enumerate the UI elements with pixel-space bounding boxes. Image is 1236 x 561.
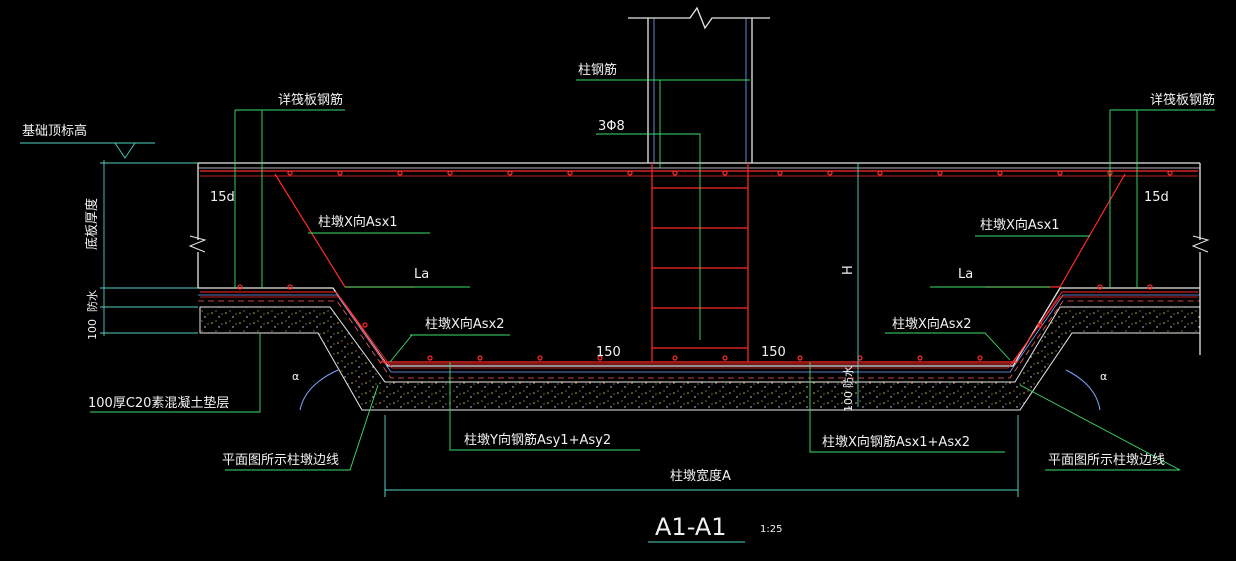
edge-left-label: 平面图所示柱墩边线 <box>222 453 339 468</box>
rebar-group <box>200 163 1198 369</box>
asx1-left-label: 柱墩X向Asx1 <box>318 214 398 230</box>
section-scale: 1:25 <box>760 524 782 535</box>
dimension-lines <box>20 142 1019 543</box>
angle-arcs <box>299 369 1101 411</box>
waterproof-left-label: 防水 <box>85 290 99 312</box>
column-outline <box>628 6 770 163</box>
slab-thickness-label: 底板厚度 <box>84 198 100 250</box>
h-label: H <box>841 265 856 275</box>
c20-label: 100厚C20素混凝土垫层 <box>88 395 229 411</box>
cushion-left-label: 100 <box>86 319 99 340</box>
raft-rebar-left-label: 详筏板钢筋 <box>278 92 343 108</box>
la-right-label: La <box>958 267 973 282</box>
dim-150-right-label: 150 <box>761 345 786 360</box>
asx-total-label: 柱墩X向钢筋Asx1+Asx2 <box>822 434 970 450</box>
column-rebar-label: 柱钢筋 <box>578 62 617 78</box>
alpha-right-label: α <box>1100 370 1107 383</box>
stirrup-label: 3Φ8 <box>598 119 625 134</box>
dim-150-left-label: 150 <box>596 345 621 360</box>
asx2-left-label: 柱墩X向Asx2 <box>425 316 505 332</box>
asy-label: 柱墩Y向钢筋Asy1+Asy2 <box>464 432 611 448</box>
width-a-label: 柱墩宽度A <box>670 468 731 484</box>
anchor-right-label: 15d <box>1144 190 1169 205</box>
edge-right-label: 平面图所示柱墩边线 <box>1048 453 1165 468</box>
cushion-mid-label: 100 <box>842 391 855 412</box>
alpha-left-label: α <box>292 370 299 383</box>
leader-lines <box>90 79 1215 471</box>
section-title: A1-A1 <box>655 513 727 541</box>
waterproof-mid-label: 防水 <box>841 366 855 388</box>
anchor-left-label: 15d <box>210 190 235 205</box>
slab-outline <box>188 162 1210 379</box>
raft-rebar-right-label: 详筏板钢筋 <box>1150 92 1215 108</box>
la-left-label: La <box>414 267 429 282</box>
asx1-right-label: 柱墩X向Asx1 <box>980 217 1060 233</box>
foundation-top-label: 基础顶标高 <box>22 123 87 139</box>
asx2-right-label: 柱墩X向Asx2 <box>892 316 972 332</box>
